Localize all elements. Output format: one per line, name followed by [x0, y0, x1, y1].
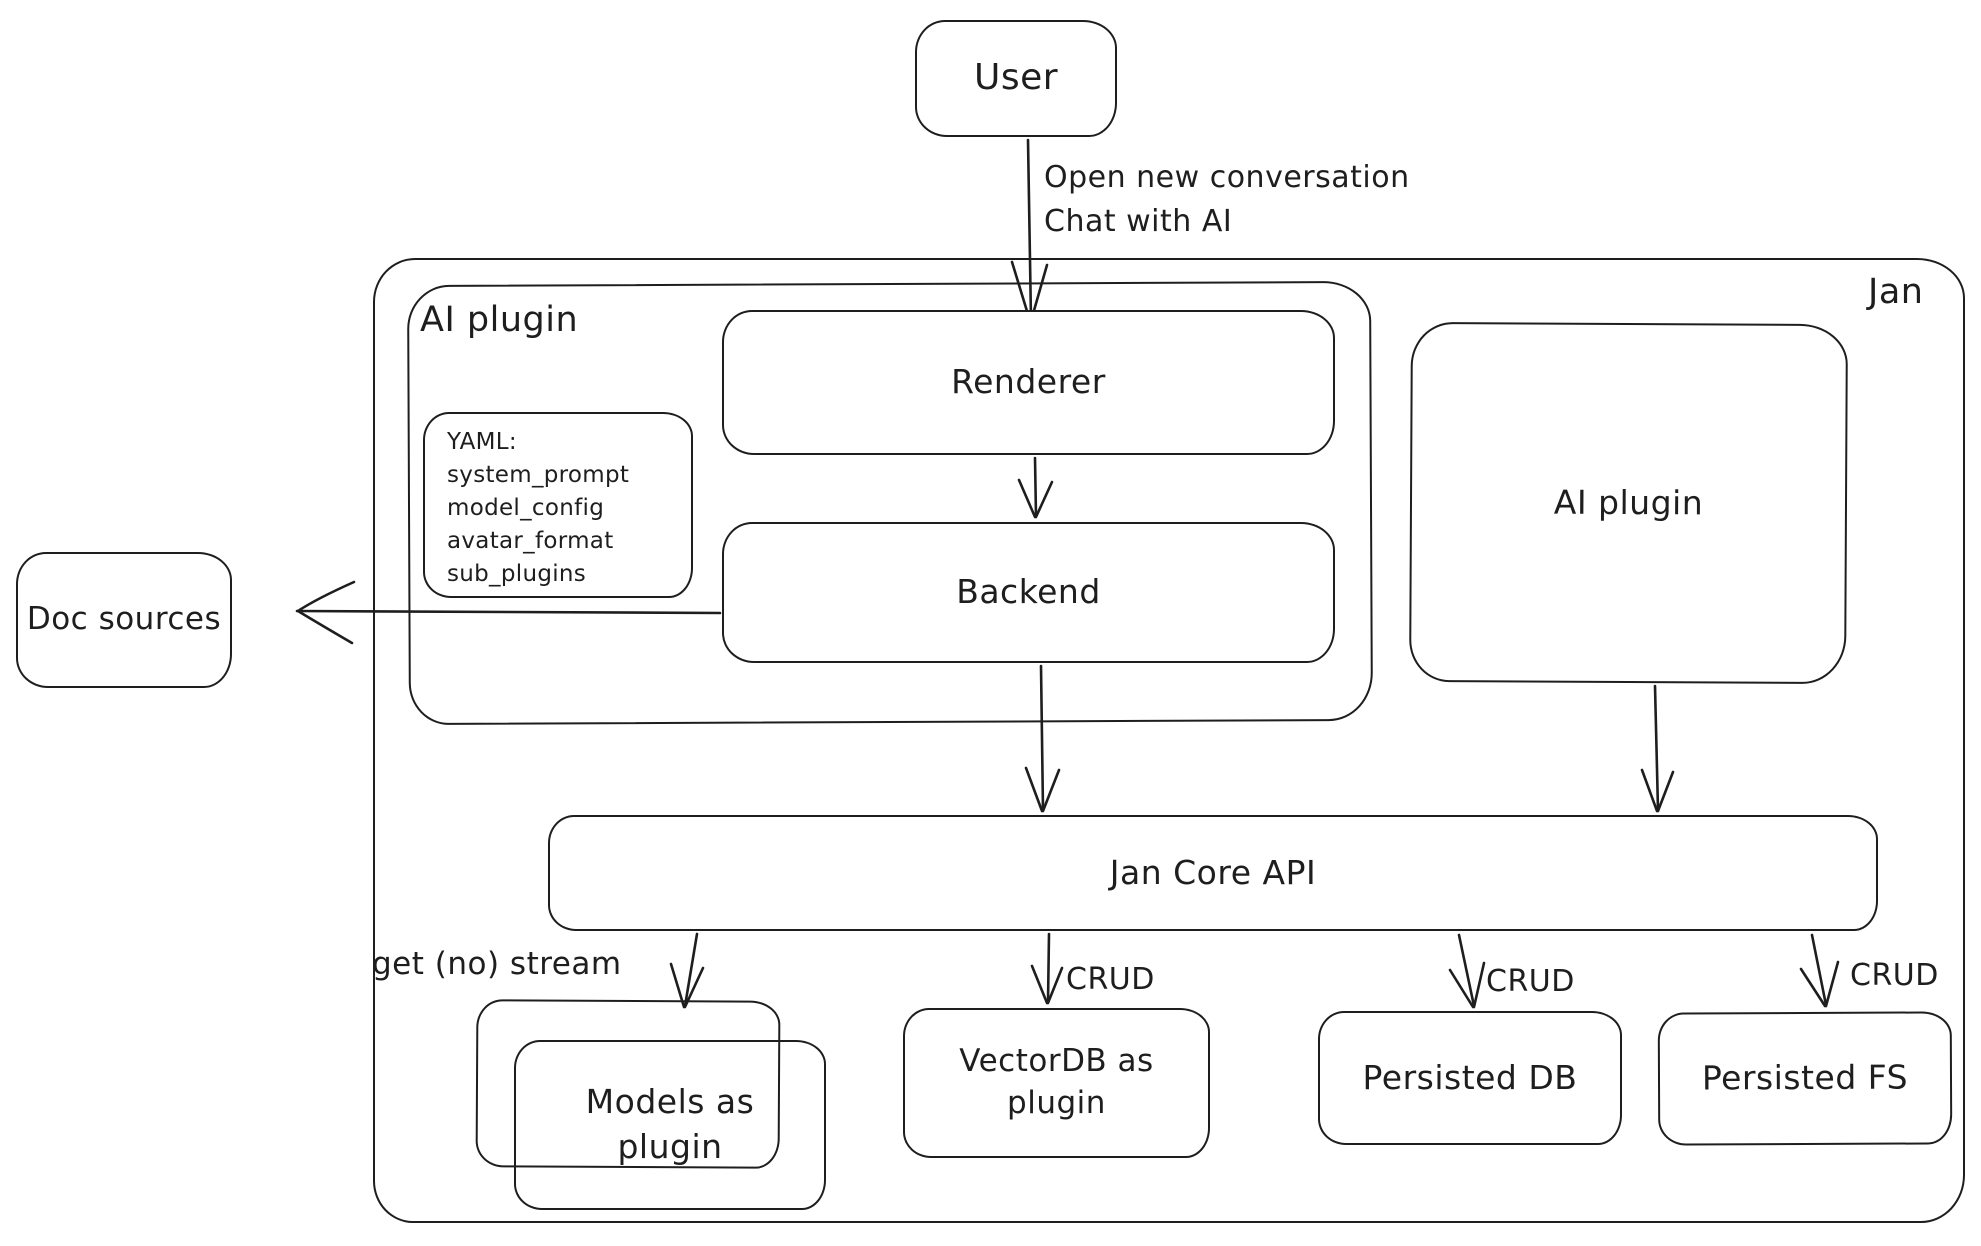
node-vectordb-as-plugin: VectorDB as plugin [903, 1008, 1210, 1158]
backend-label: Backend [956, 572, 1101, 612]
node-renderer: Renderer [722, 310, 1335, 455]
node-models-as-plugin: Models as plugin [514, 1040, 826, 1210]
yaml-line-model-config: model_config [447, 495, 605, 521]
vectordb-as-plugin-label: VectorDB as plugin [959, 1043, 1154, 1121]
persisted-fs-label: Persisted FS [1701, 1057, 1909, 1098]
node-user: User [915, 20, 1117, 137]
user-action-line1: Open new conversation [1044, 160, 1410, 195]
crud-label-vectordb: CRUD [1066, 962, 1155, 997]
node-doc-sources: Doc sources [16, 552, 232, 688]
node-yaml-note: YAML: system_prompt model_config avatar_… [423, 412, 693, 598]
yaml-line-avatar-format: avatar_format [447, 528, 614, 554]
node-persisted-db: Persisted DB [1318, 1011, 1622, 1145]
user-label: User [973, 57, 1059, 99]
node-ai-plugin-right: AI plugin [1409, 321, 1848, 685]
get-no-stream-label: get (no) stream [372, 946, 622, 982]
user-action-label: Open new conversation Chat with AI [1044, 156, 1410, 244]
doc-sources-label: Doc sources [26, 601, 222, 638]
persisted-db-label: Persisted DB [1362, 1057, 1578, 1097]
node-backend: Backend [722, 522, 1335, 663]
jan-label: Jan [1868, 272, 1924, 312]
user-action-line2: Chat with AI [1044, 204, 1233, 239]
yaml-title: YAML: [447, 429, 517, 455]
yaml-line-system-prompt: system_prompt [447, 462, 630, 488]
yaml-line-sub-plugins: sub_plugins [447, 561, 587, 587]
node-jan-core-api: Jan Core API [548, 815, 1878, 931]
models-as-plugin-label: Models as plugin [585, 1082, 755, 1166]
renderer-label: Renderer [951, 362, 1106, 402]
crud-label-persisted-fs: CRUD [1850, 958, 1939, 993]
crud-label-persisted-db: CRUD [1486, 964, 1575, 999]
node-jan-container [373, 258, 1965, 1223]
node-persisted-fs: Persisted FS [1657, 1011, 1953, 1146]
jan-core-api-label: Jan Core API [1109, 852, 1317, 892]
ai-plugin-left-label: AI plugin [420, 300, 579, 340]
ai-plugin-right-label: AI plugin [1553, 482, 1704, 523]
